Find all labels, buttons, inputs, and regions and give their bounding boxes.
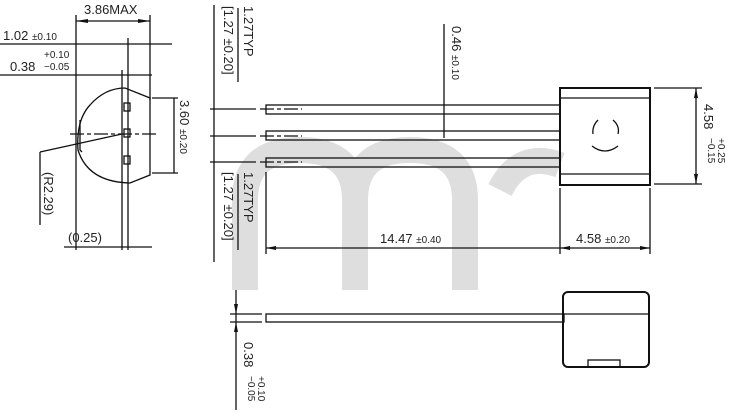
- side-view: 3.86MAX 1.02 ±0.10 0.38 +0.10 −0.05 (R2.…: [0, 2, 192, 250]
- dim-overall-width: 3.86MAX: [84, 2, 138, 17]
- svg-text:+0.10: +0.10: [44, 50, 70, 61]
- svg-text:[1.27 ±0.20]: [1.27 ±0.20]: [221, 6, 236, 75]
- dim-body-length: 4.58 ±0.20: [576, 231, 630, 246]
- svg-text:−0.15: −0.15: [705, 138, 716, 164]
- dim-body-height: 4.58: [701, 104, 716, 129]
- dim-body-depth: 3.60 ±0.20: [177, 100, 192, 154]
- bottom-view: 0.38 +0.10 −0.05: [230, 290, 650, 410]
- dim-radius: (R2.29): [41, 172, 56, 215]
- dim-lead-pitch: 1.02 ±0.10: [3, 28, 57, 43]
- svg-text:[1.27 ±0.20]: [1.27 ±0.20]: [221, 172, 236, 241]
- dim-bottom-lead-thickness: 0.38: [241, 342, 256, 367]
- dim-lead-width: 0.46 ±0.10: [449, 26, 464, 80]
- svg-text:−0.05: −0.05: [245, 376, 256, 402]
- dim-lead-thickness: 0.38: [10, 59, 35, 74]
- front-view: 1.27TYP [1.27 ±0.20] 1.27TYP [1.27 ±0.20…: [210, 5, 726, 262]
- dim-pitch-bottom: 1.27TYP: [241, 172, 256, 223]
- svg-text:−0.05: −0.05: [44, 62, 70, 73]
- watermark-logo: [232, 136, 565, 290]
- svg-text:+0.10: +0.10: [255, 376, 266, 402]
- dim-flat: (0.25): [68, 230, 102, 245]
- dim-lead-length: 14.47 ±0.40: [380, 231, 442, 246]
- dim-pitch-top: 1.27TYP: [241, 6, 256, 57]
- svg-text:+0.25: +0.25: [715, 138, 726, 164]
